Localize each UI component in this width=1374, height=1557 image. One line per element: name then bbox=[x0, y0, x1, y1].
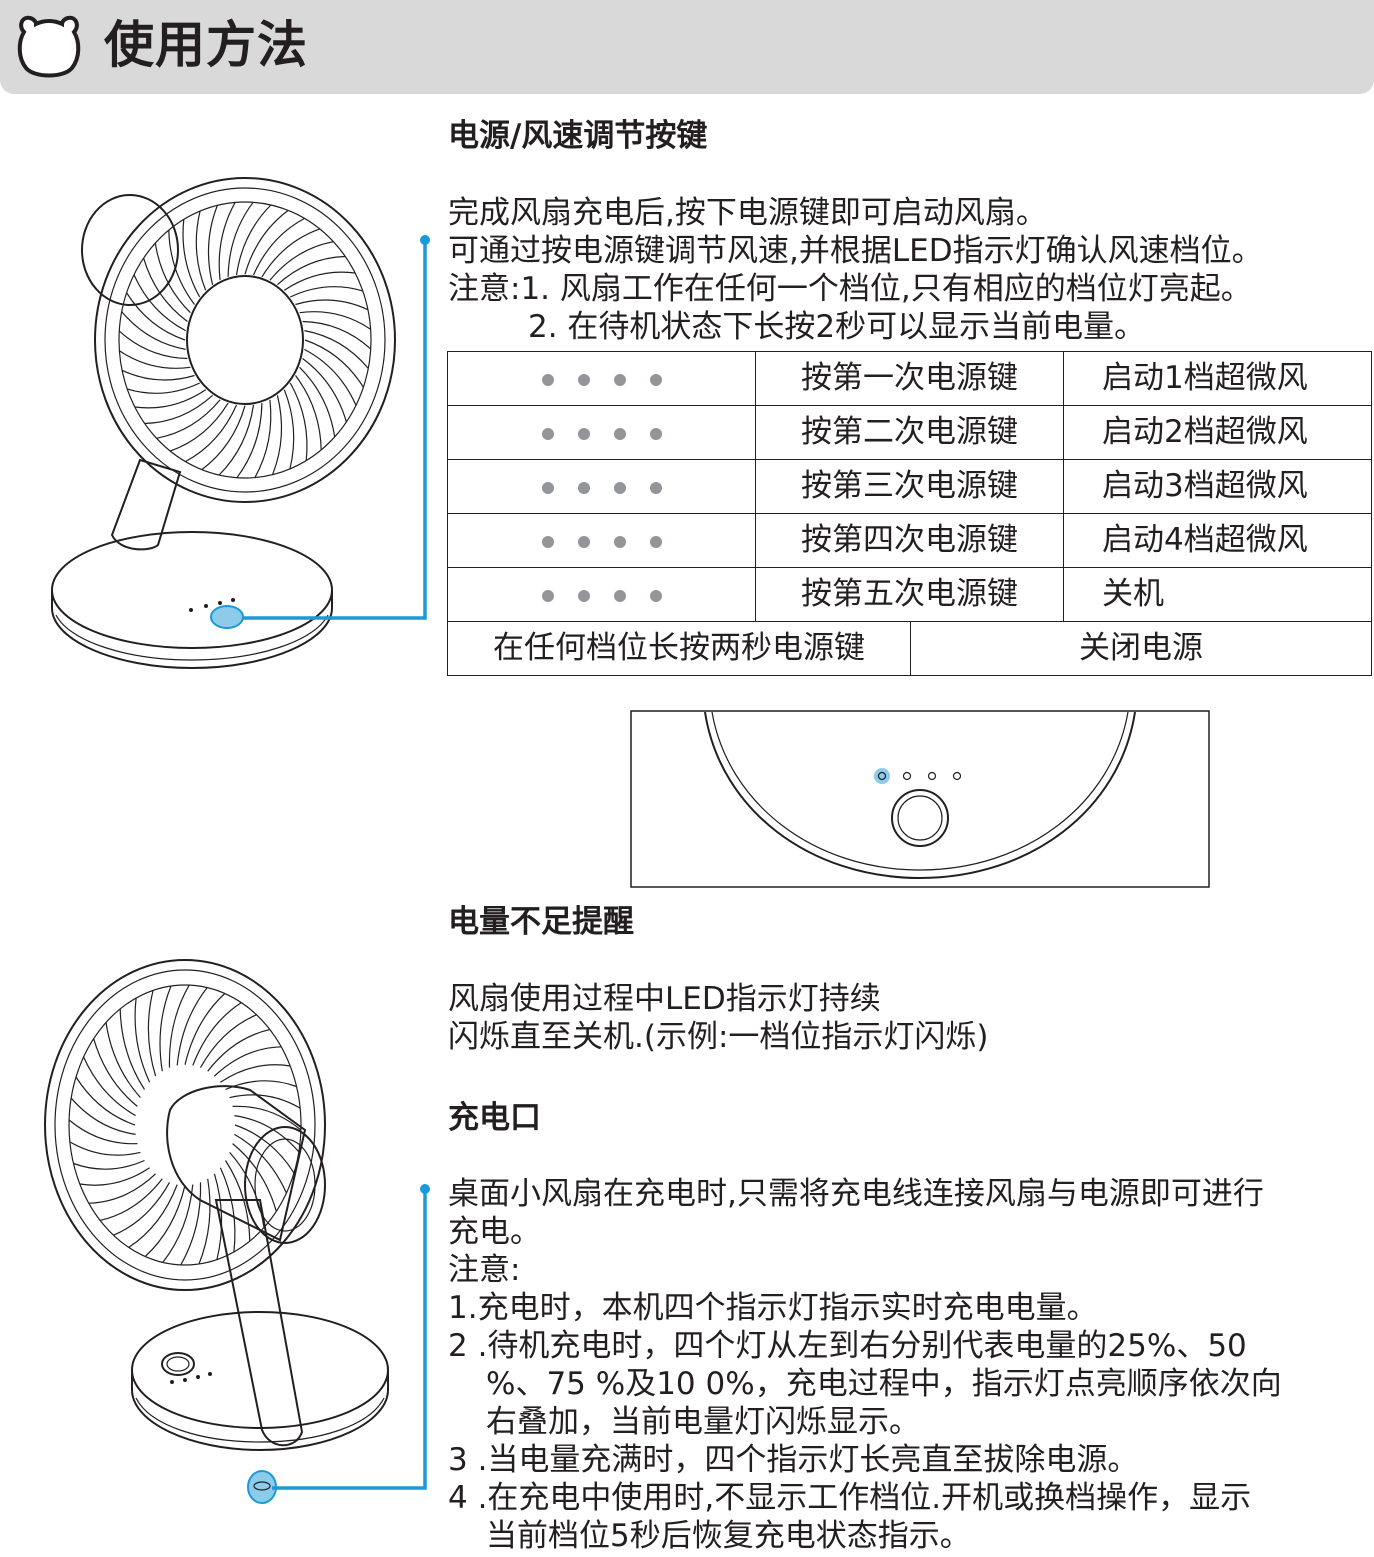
table-row: 按第一次电源键 启动1档超微风 bbox=[447, 351, 1372, 406]
press-cell: 按第三次电源键 bbox=[755, 459, 1064, 514]
table-row: 按第三次电源键 启动3档超微风 bbox=[447, 459, 1372, 514]
result-cell: 关机 bbox=[1063, 567, 1372, 622]
power-line-3: 注意:1. 风扇工作在任何一个档位,只有相应的档位灯亮起。 bbox=[448, 271, 1252, 307]
table-row: 按第二次电源键 启动2档超微风 bbox=[447, 405, 1372, 460]
low-battery-title: 电量不足提醒 bbox=[448, 904, 634, 940]
charging-line-3: 注意: bbox=[448, 1252, 521, 1288]
charging-line-6: %、75 %及10 0%，充电过程中，指示灯点亮顺序依次向 bbox=[486, 1366, 1282, 1402]
charging-line-4: 1.充电时，本机四个指示灯指示实时充电电量。 bbox=[448, 1290, 1098, 1326]
long-press-condition: 在任何档位长按两秒电源键 bbox=[447, 621, 911, 676]
power-line-1: 完成风扇充电后,按下电源键即可启动风扇。 bbox=[448, 195, 1047, 231]
charging-title: 充电口 bbox=[448, 1100, 541, 1136]
indicator-dots bbox=[447, 405, 756, 460]
indicator-dots bbox=[447, 459, 756, 514]
result-cell: 启动4档超微风 bbox=[1063, 513, 1372, 568]
section-header-bar bbox=[0, 0, 1374, 94]
charging-text: 桌面小风扇在充电时,只需将充电线连接风扇与电源即可进行 充电。 注意: 1.充电… bbox=[448, 1175, 1282, 1555]
press-cell: 按第二次电源键 bbox=[755, 405, 1064, 460]
page-title: 使用方法 bbox=[104, 16, 308, 74]
charging-line-5: 2 .待机充电时，四个灯从左到右分别代表电量的25%、50 bbox=[448, 1328, 1247, 1364]
table-row: 按第五次电源键 关机 bbox=[447, 567, 1372, 622]
low-battery-line-1: 风扇使用过程中LED指示灯持续 bbox=[448, 981, 881, 1017]
indicator-dots bbox=[447, 567, 756, 622]
indicator-dots bbox=[447, 351, 756, 406]
result-cell: 启动3档超微风 bbox=[1063, 459, 1372, 514]
table-row: 按第四次电源键 启动4档超微风 bbox=[447, 513, 1372, 568]
press-cell: 按第一次电源键 bbox=[755, 351, 1064, 406]
fan-front-illustration bbox=[51, 177, 396, 670]
indicator-dots bbox=[447, 513, 756, 568]
low-battery-text: 风扇使用过程中LED指示灯持续 闪烁直至关机.(示例:一档位指示灯闪烁) bbox=[448, 980, 989, 1056]
press-cell: 按第四次电源键 bbox=[755, 513, 1064, 568]
power-button-callout-line bbox=[242, 235, 430, 620]
bear-head-icon bbox=[17, 15, 81, 78]
result-cell: 启动2档超微风 bbox=[1063, 405, 1372, 460]
power-button-detail-box bbox=[630, 710, 1210, 888]
power-section-title: 电源/风速调节按键 bbox=[448, 118, 708, 154]
charging-port-callout-line bbox=[272, 1184, 430, 1490]
charging-line-7: 右叠加，当前电量灯闪烁显示。 bbox=[486, 1404, 920, 1440]
power-line-2: 可通过按电源键调节风速,并根据LED指示灯确认风速档位。 bbox=[448, 233, 1263, 269]
charging-line-1: 桌面小风扇在充电时,只需将充电线连接风扇与电源即可进行 bbox=[448, 1176, 1264, 1212]
charging-line-2: 充电。 bbox=[448, 1214, 541, 1250]
low-battery-line-2: 闪烁直至关机.(示例:一档位指示灯闪烁) bbox=[448, 1019, 989, 1055]
long-press-result: 关闭电源 bbox=[910, 621, 1372, 676]
result-cell: 启动1档超微风 bbox=[1063, 351, 1372, 406]
power-instructions: 完成风扇充电后,按下电源键即可启动风扇。 可通过按电源键调节风速,并根据LED指… bbox=[448, 194, 1263, 346]
charging-line-8: 3 .当电量充满时，四个指示灯长亮直至拔除电源。 bbox=[448, 1442, 1139, 1478]
speed-table: 按第一次电源键 启动1档超微风 按第二次电源键 启动2档超微风 按第三次电源键 … bbox=[447, 351, 1372, 676]
press-cell: 按第五次电源键 bbox=[755, 567, 1064, 622]
table-row: 在任何档位长按两秒电源键 关闭电源 bbox=[447, 621, 1372, 676]
charging-line-10: 当前档位5秒后恢复充电状态指示。 bbox=[486, 1518, 971, 1554]
power-line-4: 2. 在待机状态下长按2秒可以显示当前电量。 bbox=[528, 309, 1146, 345]
charging-line-9: 4 .在充电中使用时,不显示工作档位.开机或换档操作，显示 bbox=[448, 1480, 1252, 1516]
